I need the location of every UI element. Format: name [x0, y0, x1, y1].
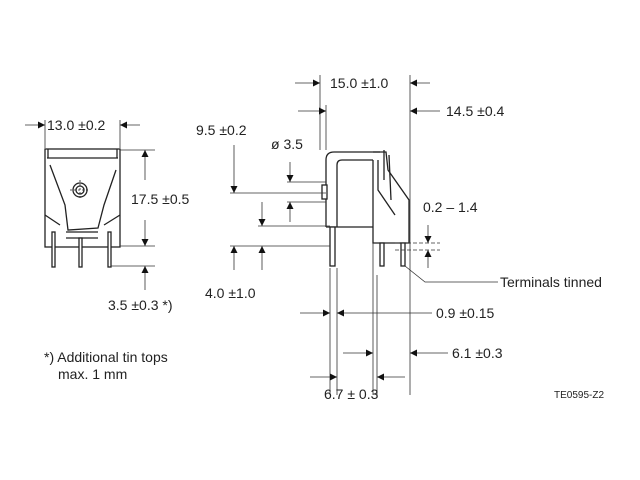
- front-pin-dimension: 3.5 ±0.3 *): [108, 297, 173, 313]
- pin-offset-dimension: 6.7 ± 0.3: [324, 386, 379, 402]
- front-view-component: [44, 148, 121, 268]
- pin-width-dimension: 0.9 ±0.15: [436, 305, 495, 321]
- pin-pitch-dimension: 6.1 ±0.3: [452, 345, 503, 361]
- depth-dimension: 14.5 ±0.4: [446, 103, 505, 119]
- standoff-dimension: 0.2 – 1.4: [423, 199, 478, 215]
- hole-diameter-dimension: ø 3.5: [271, 136, 303, 152]
- front-width-dimension: 13.0 ±0.2: [47, 117, 106, 133]
- terminals-tinned-note: Terminals tinned: [500, 274, 602, 290]
- footnote: *) Additional tin tops max. 1 mm: [44, 349, 168, 383]
- hole-height-dimension: 9.5 ±0.2: [196, 122, 247, 138]
- overall-dimension: 15.0 ±1.0: [330, 75, 389, 91]
- footnote-line-1: *) Additional tin tops: [44, 349, 168, 365]
- footnote-line-2: max. 1 mm: [58, 366, 128, 382]
- pin-length-dimension: 4.0 ±1.0: [205, 285, 256, 301]
- drawing-code: TE0595-Z2: [554, 390, 605, 401]
- side-view-component: [321, 150, 410, 267]
- front-height-dimension: 17.5 ±0.5: [131, 191, 190, 207]
- front-view-dimensions: [25, 120, 155, 290]
- side-view-dimensions: [230, 75, 498, 395]
